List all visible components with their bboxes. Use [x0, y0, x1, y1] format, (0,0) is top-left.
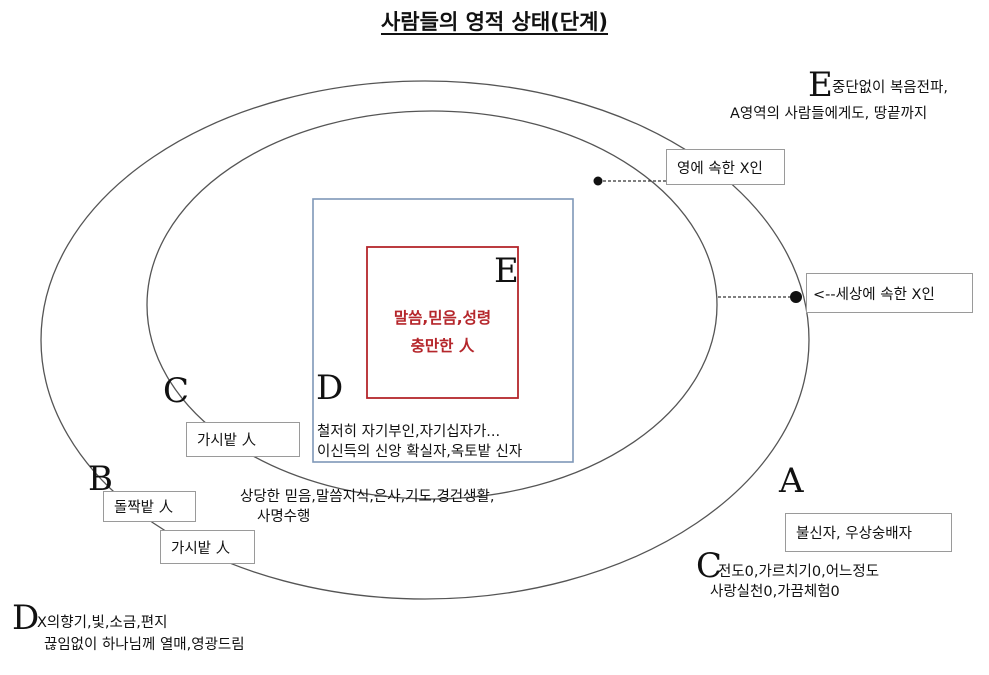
inner-letter-d: D [316, 368, 344, 408]
center-letter-e: E [494, 251, 519, 291]
thorn-field-box-inner: 가시밭 人 [186, 422, 300, 457]
thorn-field-box-outer: 가시밭 人 [160, 530, 255, 564]
outside-letter-a: A [779, 461, 804, 501]
bottom-left-letter-d: D [12, 598, 40, 638]
center-line2: 충만한 人 [410, 337, 475, 355]
top-right-e-line1: 중단없이 복음전파, [832, 80, 948, 96]
top-right-letter-e: E [808, 65, 833, 105]
world-callout-box: <--세상에 속한 X인 [806, 273, 973, 313]
top-right-e-line2: A영역의 사람들에게도, 땅끝까지 [730, 106, 928, 122]
right-c-line2: 사랑실천0,가끔체험0 [710, 584, 840, 600]
inner-box-line1: 철저히 자기부인,자기십자가... [317, 424, 501, 440]
right-letter-c: C [696, 546, 723, 586]
world-dot [790, 291, 802, 303]
rocky-field-box: 돌짝밭 人 [103, 491, 196, 522]
spirit-callout-box: 영에 속한 X인 [666, 149, 785, 185]
page-title: 사람들의 영적 상태(단계) [380, 10, 609, 34]
ring-letter-c: C [163, 371, 190, 411]
outer-ellipse [40, 80, 810, 600]
ring-letter-b: B [88, 459, 113, 499]
bottom-left-d-line1: X의향기,빛,소금,편지 [37, 615, 168, 631]
center-line1: 말씀,믿음,성령 [393, 309, 492, 327]
ring-c-line1: 상당한 믿음,말씀지식,은사,기도,경건생활, [240, 489, 495, 505]
ring-c-line2: 사명수행 [257, 509, 311, 525]
right-c-line1: 전도0,가르치기0,어느정도 [718, 564, 880, 580]
unbeliever-box: 불신자, 우상숭배자 [785, 513, 952, 552]
inner-box-line2: 이신득의 신앙 확실자,옥토밭 신자 [317, 444, 523, 460]
e-box [366, 246, 519, 399]
inner-ellipse [146, 110, 718, 500]
bottom-left-d-line2: 끊임없이 하나님께 열매,영광드림 [44, 637, 245, 653]
spirit-dot [593, 176, 603, 186]
